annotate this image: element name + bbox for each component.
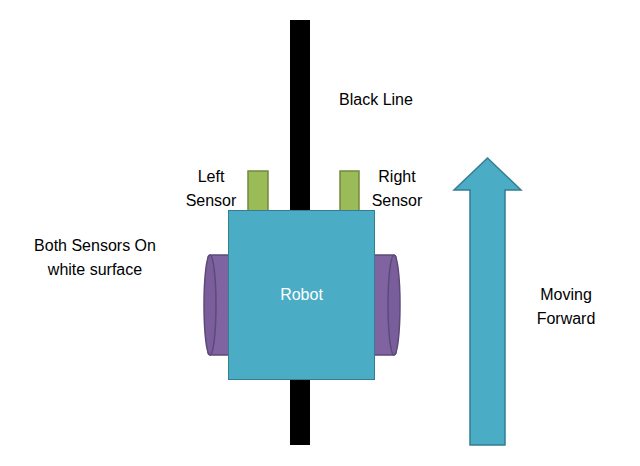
sensor-label: Left Sensor	[178, 165, 244, 213]
note-label: Both Sensors On white surface	[30, 234, 160, 282]
robot-body: Robot	[228, 210, 375, 380]
direction-label: Moving Forward	[524, 283, 608, 331]
node-title: Robot	[280, 286, 323, 304]
right-sensor	[340, 171, 359, 213]
left-sensor	[248, 171, 268, 213]
line-label: Black Line	[326, 88, 426, 112]
sensor-label: Right Sensor	[362, 165, 432, 213]
right-wheel	[372, 255, 400, 355]
forward-arrow	[454, 158, 521, 445]
